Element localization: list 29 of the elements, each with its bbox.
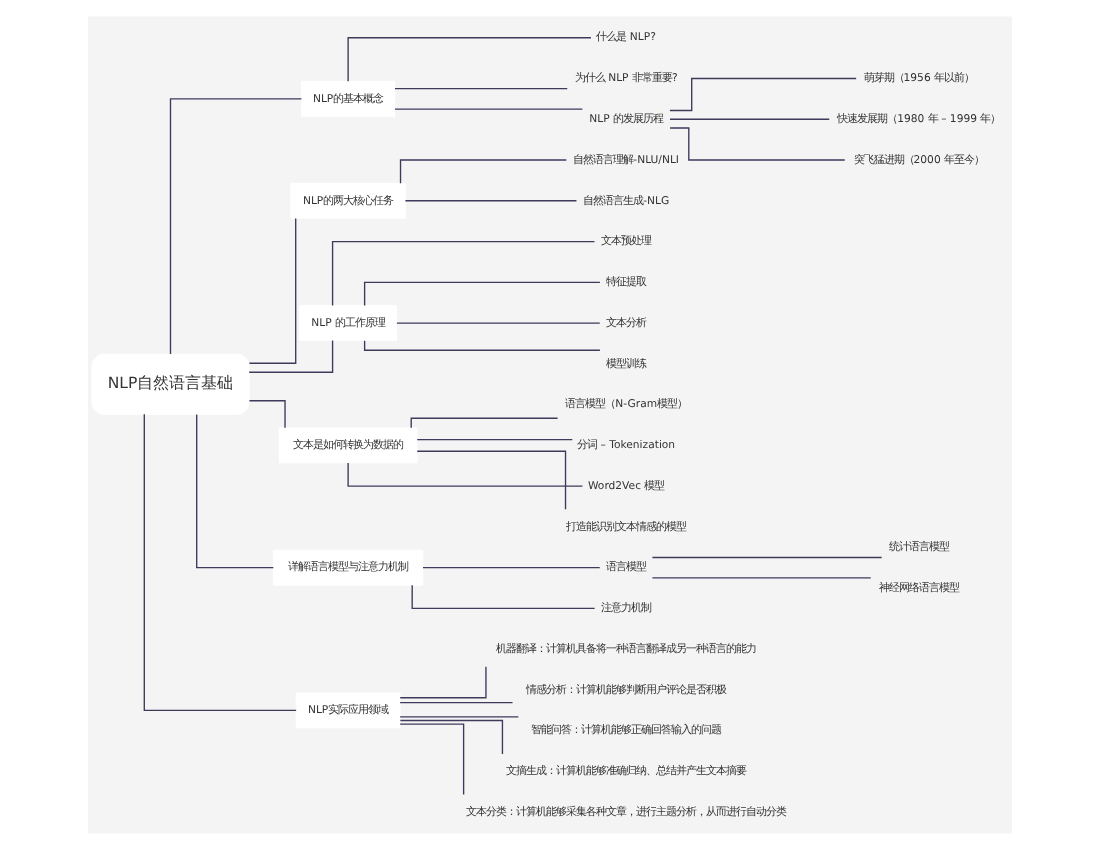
connector [409, 417, 558, 429]
connector [410, 584, 595, 610]
connector [362, 281, 600, 307]
connector [668, 127, 845, 161]
connector [398, 701, 513, 704]
connector [650, 577, 871, 579]
connector [398, 666, 486, 699]
connector [398, 159, 566, 184]
connector [398, 716, 518, 718]
connector [346, 37, 591, 82]
connector [330, 240, 595, 307]
connector [393, 108, 583, 110]
connector [393, 88, 567, 90]
connector [421, 567, 600, 569]
connector [403, 200, 577, 202]
connector [398, 723, 464, 796]
connector [247, 339, 333, 373]
connector [650, 556, 882, 559]
connector [395, 322, 600, 324]
connector [668, 77, 856, 112]
connector [415, 450, 566, 511]
connector [398, 719, 503, 755]
connector [668, 118, 829, 120]
connector [168, 98, 302, 355]
connector [362, 340, 600, 351]
connector [142, 413, 296, 712]
connector [195, 413, 273, 569]
connector [247, 217, 296, 364]
connector [415, 438, 572, 441]
